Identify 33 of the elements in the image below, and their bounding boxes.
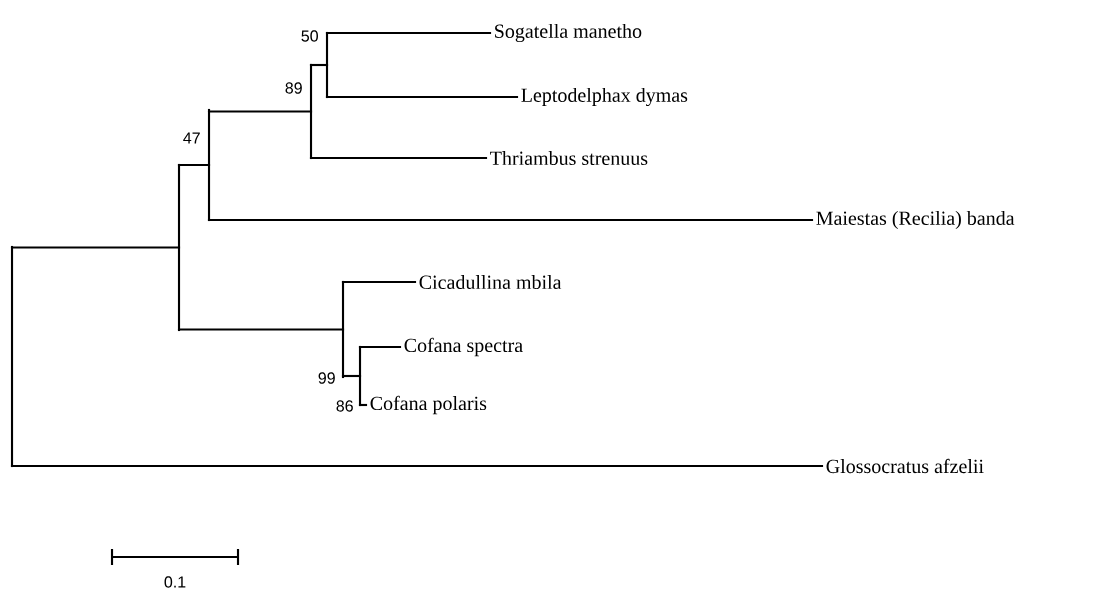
tree-branch (358, 345, 402, 349)
tree-branch (309, 63, 329, 67)
tree-branch (325, 31, 492, 35)
bootstrap-value: 99 (318, 372, 335, 384)
taxon-label: Cofana spectra (404, 337, 523, 357)
bootstrap-value: 50 (301, 30, 318, 42)
tree-branch (341, 280, 417, 284)
tree-branch-node (309, 63, 313, 160)
taxon-label: Cicadullina mbila (419, 274, 562, 290)
bootstrap-value: 47 (183, 132, 200, 144)
tree-branch (325, 95, 519, 99)
tree-branch (10, 464, 824, 468)
taxon-label: Glossocratus afzelii (826, 458, 984, 474)
taxon-label: Sogatella manetho (495, 23, 642, 43)
tree-branch (177, 163, 211, 167)
taxon-label: Leptodelphax dymas (521, 87, 688, 107)
taxon-label: Thriambus strenuus (490, 150, 648, 166)
tree-branch-node (341, 280, 345, 379)
bootstrap-value: 86 (336, 400, 353, 412)
bootstrap-value: 89 (285, 82, 302, 94)
tree-branch (10, 246, 181, 249)
tree-branch (207, 110, 313, 113)
tree-branch-node (207, 108, 211, 222)
tree-branch (177, 328, 345, 331)
tree-branch (341, 374, 362, 378)
taxon-label: Cofana polaris (370, 395, 487, 415)
tree-branch-node (358, 345, 362, 407)
tree-branch (309, 156, 488, 160)
scale-label: 0.1 (164, 576, 186, 588)
tree-branch (358, 403, 368, 407)
tree-branch-node (325, 31, 329, 99)
tree-branch (207, 218, 814, 222)
taxon-label: Maiestas (Recilia) banda (816, 210, 1015, 230)
